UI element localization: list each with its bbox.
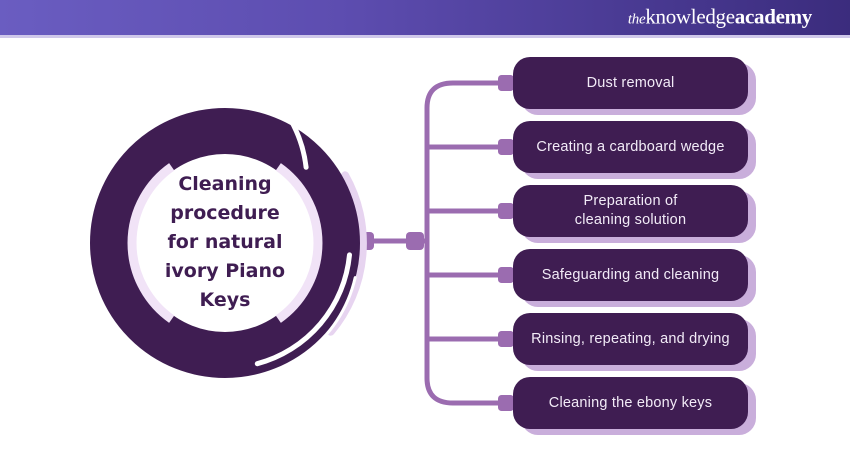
brand-logo-the: the [627,11,646,27]
diagram-canvas: Cleaning procedure for natural ivory Pia… [0,38,850,450]
step-node-label: Dust removal [586,74,675,91]
step-node-safeguarding: Safeguarding and cleaning [513,249,748,301]
step-node-ebony-keys: Cleaning the ebony keys [513,377,748,429]
step-node-label: Cleaning the ebony keys [548,394,713,411]
step-node-label: Safeguarding and cleaning [541,266,720,283]
step-node-dust-removal: Dust removal [513,57,748,109]
step-node-cardboard-wedge: Creating a cardboard wedge [513,121,748,173]
step-node-label: Preparation of cleaning solution [574,193,687,228]
step-node-cleaning-solution: Preparation of cleaning solution [513,185,748,237]
brand-logo: theknowledgeacademy [628,4,812,29]
header-bar: theknowledgeacademy [0,0,850,38]
step-node-label: Creating a cardboard wedge [536,138,725,155]
brand-logo-knowledge: knowledge [645,4,735,28]
connector-lines [360,80,506,406]
brand-logo-academy: academy [734,4,813,28]
diagram-center-title: Cleaning procedure for natural ivory Pia… [164,173,286,311]
step-node-rinsing-drying: Rinsing, repeating, and drying [513,313,748,365]
connector-squares [356,75,514,411]
step-node-label: Rinsing, repeating, and drying [531,330,730,347]
center-ring [55,54,367,378]
diagram-graphics [55,54,514,411]
